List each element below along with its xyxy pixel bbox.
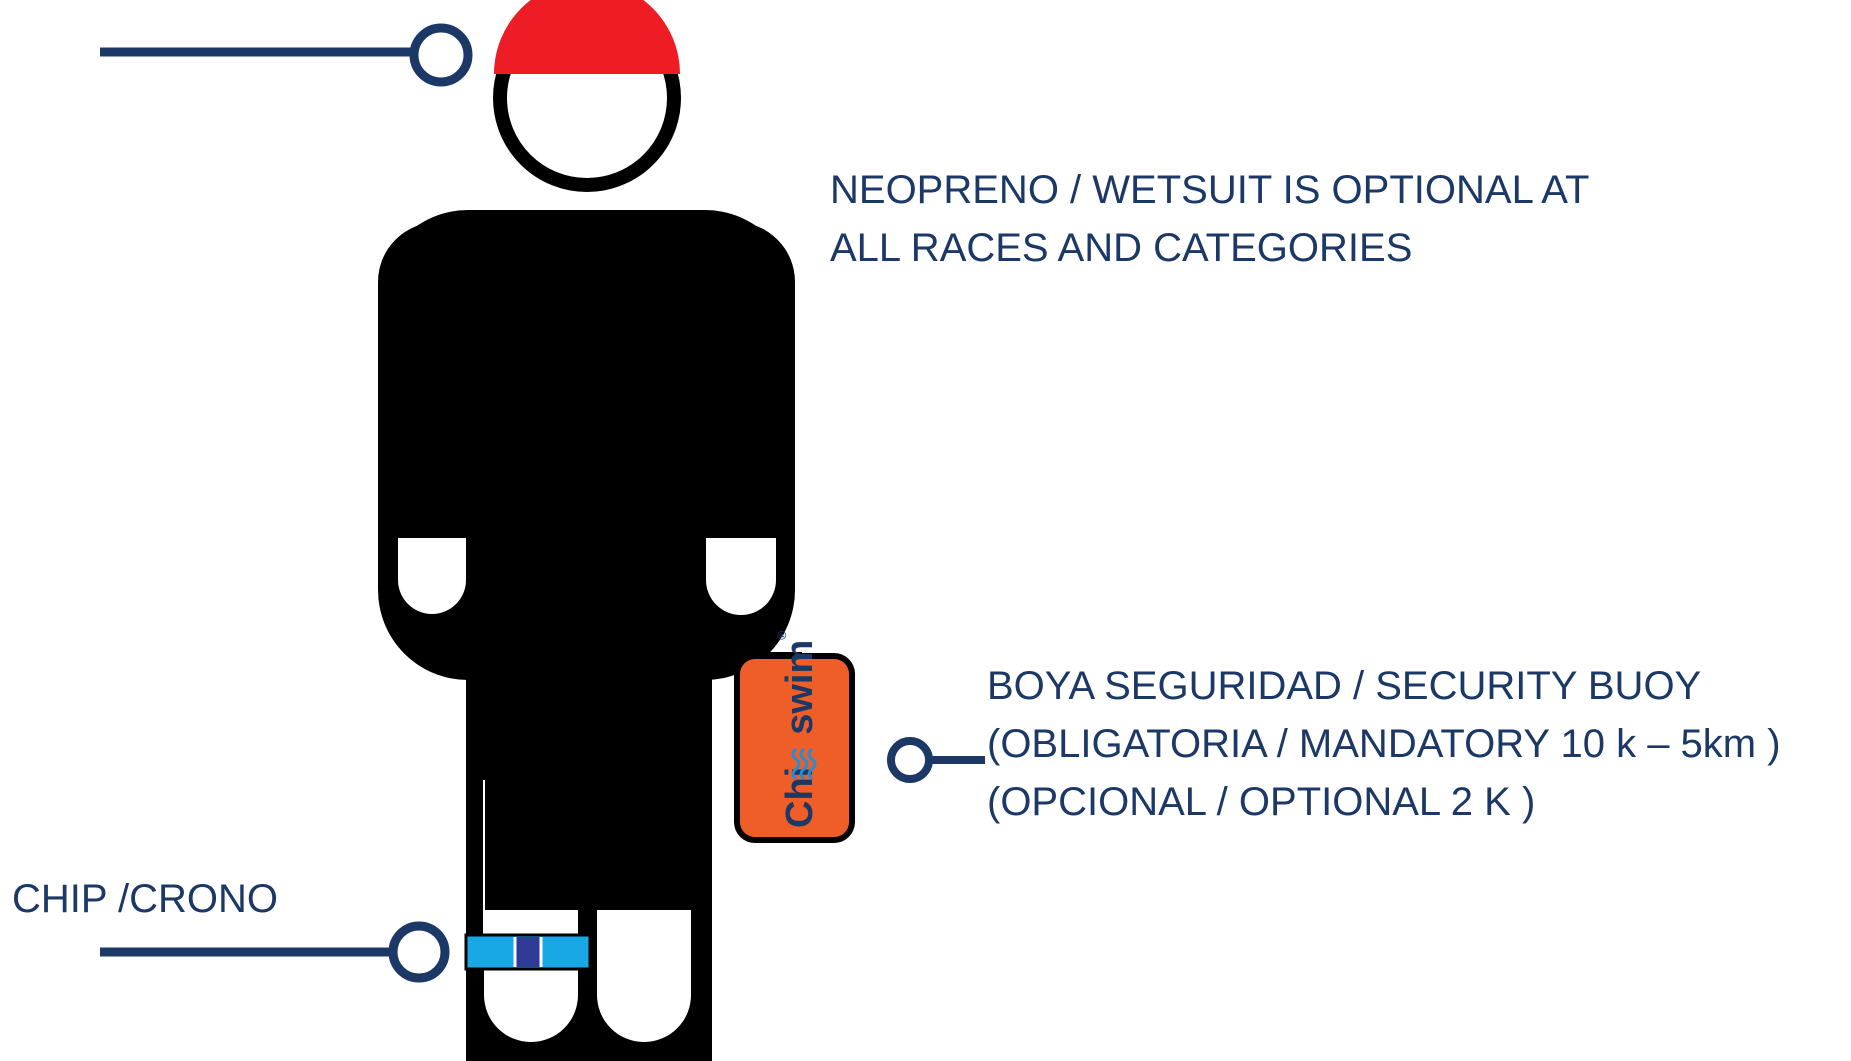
left-foot xyxy=(484,910,578,1042)
callout-circle-icon xyxy=(887,737,933,783)
swim-cap-icon xyxy=(494,0,680,74)
right-hand xyxy=(706,538,776,615)
callout-circle-icon xyxy=(388,921,450,983)
buoy-note-line2: (OBLIGATORIA / MANDATORY 10 k – 5km ) xyxy=(987,722,1781,766)
buoy-note: BOYA SEGURIDAD / SECURITY BUOY (OBLIGATO… xyxy=(987,657,1781,831)
buoy-note-line1: BOYA SEGURIDAD / SECURITY BUOY xyxy=(987,664,1702,708)
ankle-chip-icon xyxy=(464,933,592,971)
wetsuit-note-line2: ALL RACES AND CATEGORIES xyxy=(830,226,1413,270)
safety-buoy-icon: Chi swim® xyxy=(720,631,855,843)
right-foot xyxy=(597,910,691,1042)
buoy-brand-part2: swim xyxy=(779,640,821,735)
chip-callout xyxy=(100,921,450,983)
buoy-brand-mark: ® xyxy=(775,631,789,640)
chip-label: CHIP /CRONO xyxy=(12,870,278,928)
buoy-callout xyxy=(887,737,985,783)
callout-circle-icon xyxy=(409,23,473,87)
wave-icon xyxy=(791,747,817,781)
torso xyxy=(378,210,795,680)
wetsuit-note: NEOPRENO / WETSUIT IS OPTIONAL AT ALL RA… xyxy=(830,161,1589,277)
wetsuit-note-line1: NEOPRENO / WETSUIT IS OPTIONAL AT xyxy=(830,168,1590,212)
buoy-note-line3: (OPCIONAL / OPTIONAL 2 K ) xyxy=(987,780,1536,824)
left-hand xyxy=(398,538,466,614)
chip-label-text: CHIP /CRONO xyxy=(12,877,278,921)
swimmer-figure xyxy=(378,0,795,1061)
buoy-brand: Chi swim® xyxy=(775,631,821,828)
cap-callout xyxy=(100,23,473,87)
buoy-brand-part1: Chi xyxy=(779,767,821,828)
